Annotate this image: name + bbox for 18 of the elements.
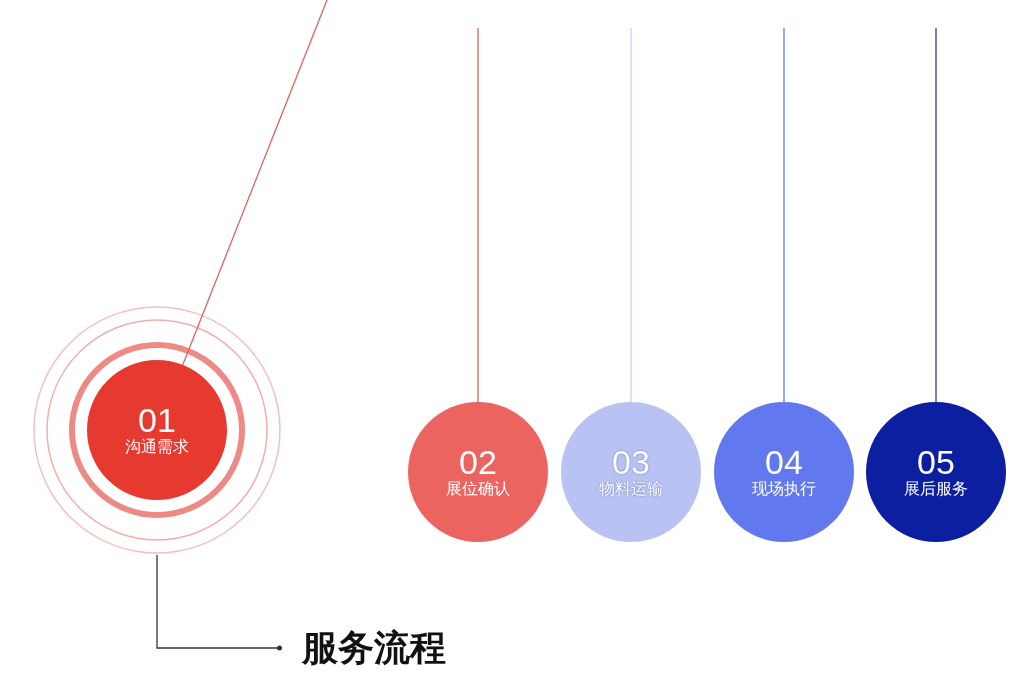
- hanging-line: [630, 27, 632, 403]
- hanging-line: [935, 27, 937, 403]
- leader-line: [156, 554, 283, 651]
- step-number: 05: [917, 445, 955, 479]
- step-number: 03: [612, 445, 650, 479]
- hanging-line: [182, 0, 328, 366]
- step-label: 展后服务: [904, 479, 968, 499]
- step-label: 展位确认: [446, 479, 510, 499]
- hanging-line: [477, 27, 479, 403]
- step-number: 02: [459, 445, 497, 479]
- step-number: 01: [138, 403, 176, 437]
- step-number: 04: [765, 445, 803, 479]
- step-circle: [87, 360, 227, 500]
- heading-text: 服务流程: [282, 624, 446, 673]
- step-label: 物料运输: [599, 479, 663, 499]
- step-label: 沟通需求: [125, 437, 189, 457]
- hanging-line: [783, 27, 785, 403]
- step-label: 现场执行: [752, 479, 816, 499]
